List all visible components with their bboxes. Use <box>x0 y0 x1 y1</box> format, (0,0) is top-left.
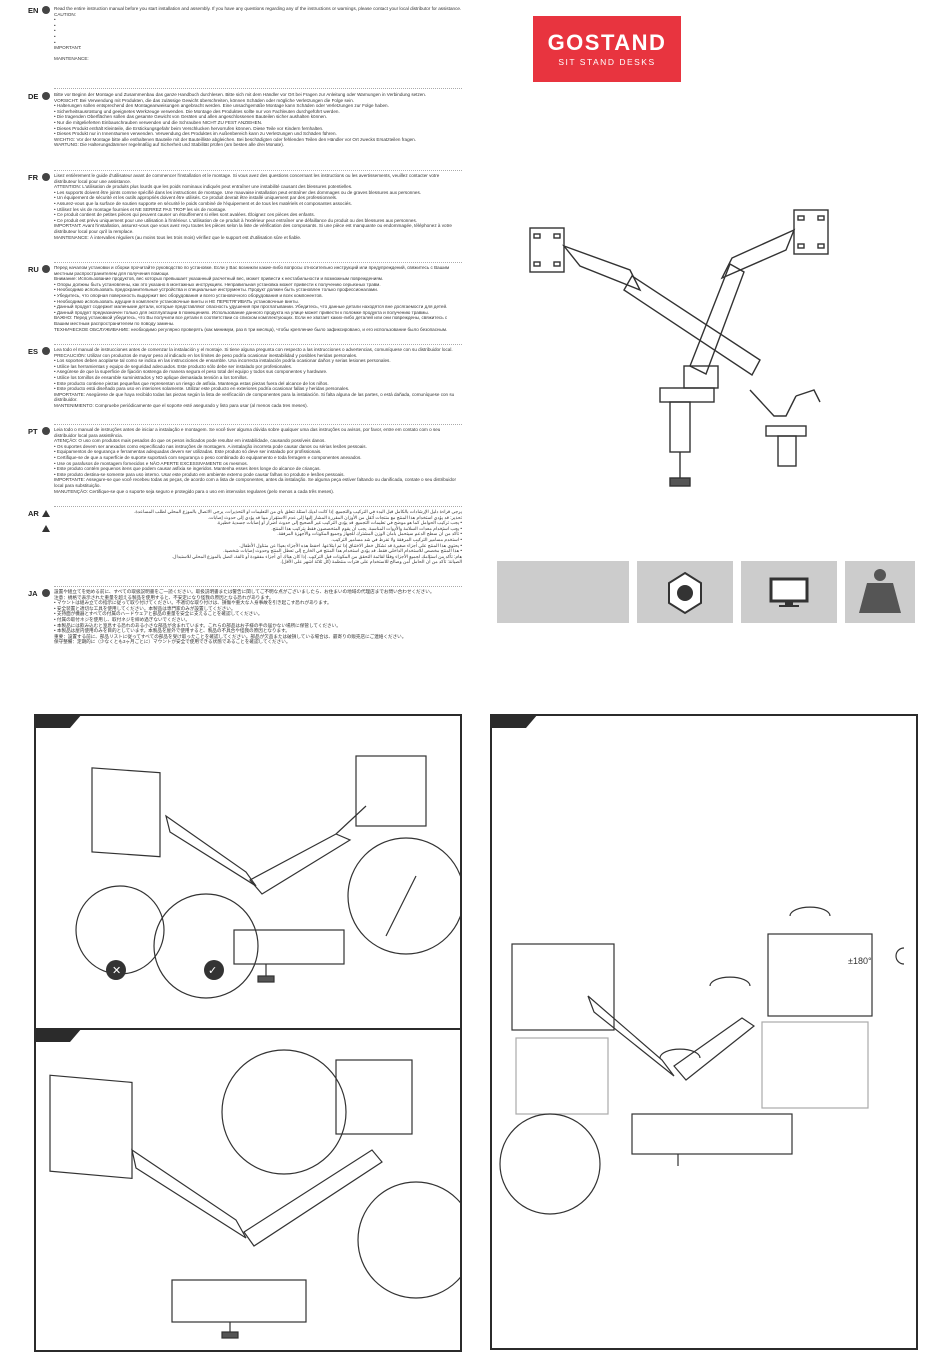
monitor <box>767 933 873 1017</box>
lang-block-ja: JA 設置や組立てを始める前に、すべての取扱説明書をご一読ください。取扱説明書ま… <box>28 589 466 669</box>
lang-code: RU <box>28 265 39 274</box>
desk-clamp-top <box>659 387 715 403</box>
product-illustration <box>529 209 829 487</box>
clamp-body <box>669 401 691 453</box>
step-3-illustration: ±180° <box>499 906 905 1215</box>
warning-icon <box>42 427 50 435</box>
spec-tile-blank <box>497 561 629 623</box>
lang-code: ES <box>28 347 39 356</box>
divider <box>54 170 462 172</box>
rotate-arrow-icon <box>709 976 751 987</box>
weight-icon <box>859 569 901 613</box>
lang-text: Bitte vor Beginn der Montage und Zusamme… <box>54 92 427 148</box>
correct-mark-icon <box>204 960 224 980</box>
pole-top <box>683 365 719 389</box>
step-tab <box>490 714 538 728</box>
lang-block-ar: AR يرجى قراءة دليل الإرشادات بالكامل قبل… <box>28 509 466 587</box>
lang-text: Перед началом установки и сборки прочита… <box>54 265 450 332</box>
rotate-arrow-icon <box>659 1048 701 1059</box>
warning-icon <box>42 347 50 355</box>
left-upper-arm <box>623 275 761 377</box>
detail-circle <box>357 1181 460 1299</box>
lang-text: Leia todo o manual de instruções antes d… <box>54 427 457 494</box>
clamp-knob <box>669 477 691 487</box>
left-forearm <box>561 244 642 292</box>
step-tab <box>34 1028 82 1042</box>
detail-circle <box>499 1113 601 1215</box>
brand-name: GOSTAND <box>547 30 667 55</box>
warning-text-column: EN Read the entire instruction manual be… <box>28 6 466 686</box>
lang-text: 設置や組立てを始める前に、すべての取扱説明書をご一読ください。取扱説明書または警… <box>54 589 435 645</box>
lang-block-pt: PT Leia todo o manual de instruções ante… <box>28 427 466 507</box>
spec-tile-weight <box>845 561 915 623</box>
divider <box>54 506 462 508</box>
spec-tile-monitor <box>741 561 837 623</box>
divider <box>54 262 462 264</box>
rotate-arrow-icon <box>789 906 831 917</box>
lang-text: يرجى قراءة دليل الإرشادات بالكامل قبل ال… <box>134 509 462 565</box>
warning-icon <box>42 6 50 14</box>
right-upper-arm <box>689 262 745 375</box>
lang-text: Lea todo el manual de instrucciones ante… <box>54 347 455 408</box>
step-2-illustration <box>49 1049 460 1339</box>
lang-block-de: DE Bitte vor Beginn der Montage und Zusa… <box>28 92 466 168</box>
right-forearm <box>720 228 796 280</box>
lang-text: Read the entire instruction manual befor… <box>54 6 462 62</box>
warning-icon <box>42 92 50 100</box>
rotation-label: ±180° <box>848 956 872 966</box>
monitor <box>511 943 615 1031</box>
lang-block-ru: RU Перед началом установки и сборки проч… <box>28 265 466 345</box>
divider <box>54 344 462 346</box>
warning-icon <box>42 265 50 273</box>
detail-circle <box>221 1049 347 1175</box>
monitor <box>49 1074 133 1180</box>
divider <box>54 424 462 426</box>
wrong-mark-icon <box>106 960 126 980</box>
lang-block-es: ES Lea todo el manual de instrucciones a… <box>28 347 466 425</box>
monitor <box>91 767 161 858</box>
warning-icon <box>42 173 50 181</box>
lang-code: EN <box>28 6 39 15</box>
warning-icon <box>42 589 50 597</box>
warning-triangle-icon <box>42 510 50 517</box>
detail-circle <box>75 885 165 975</box>
brand-tagline: SIT STAND DESKS <box>558 57 656 67</box>
detail-circle <box>153 893 259 999</box>
step-1-illustration: ✕ ✓ <box>75 755 460 999</box>
step-tab <box>34 714 82 728</box>
spec-icon-strip <box>497 561 915 623</box>
lang-text: Lisez entièrement le guide d'utilisateur… <box>54 173 452 240</box>
divider <box>54 586 462 588</box>
detail-circle <box>347 837 460 955</box>
svg-text:✓: ✓ <box>208 964 217 977</box>
vesa-plate <box>793 209 829 255</box>
svg-text:✕: ✕ <box>112 965 121 977</box>
vesa-plate <box>529 227 565 273</box>
step-panel-2 <box>34 1028 462 1352</box>
lang-code: FR <box>28 173 38 182</box>
lang-code: AR <box>28 509 39 518</box>
lang-code: PT <box>28 427 38 436</box>
divider <box>54 88 462 90</box>
brand-logo: GOSTAND SIT STAND DESKS <box>533 16 681 82</box>
monitor-icon <box>769 577 809 607</box>
warning-triangle-icon <box>42 525 50 532</box>
vesa-plate-icon <box>668 571 702 615</box>
spec-tile-vesa <box>637 561 733 623</box>
lang-code: DE <box>28 92 39 101</box>
lang-code: JA <box>28 589 38 598</box>
step-panel-1: ✕ ✓ <box>34 714 462 1030</box>
lang-block-fr: FR Lisez entièrement le guide d'utilisat… <box>28 173 466 261</box>
step-panel-3: ±180° <box>490 714 918 1350</box>
lang-block-en: EN Read the entire instruction manual be… <box>28 6 466 86</box>
